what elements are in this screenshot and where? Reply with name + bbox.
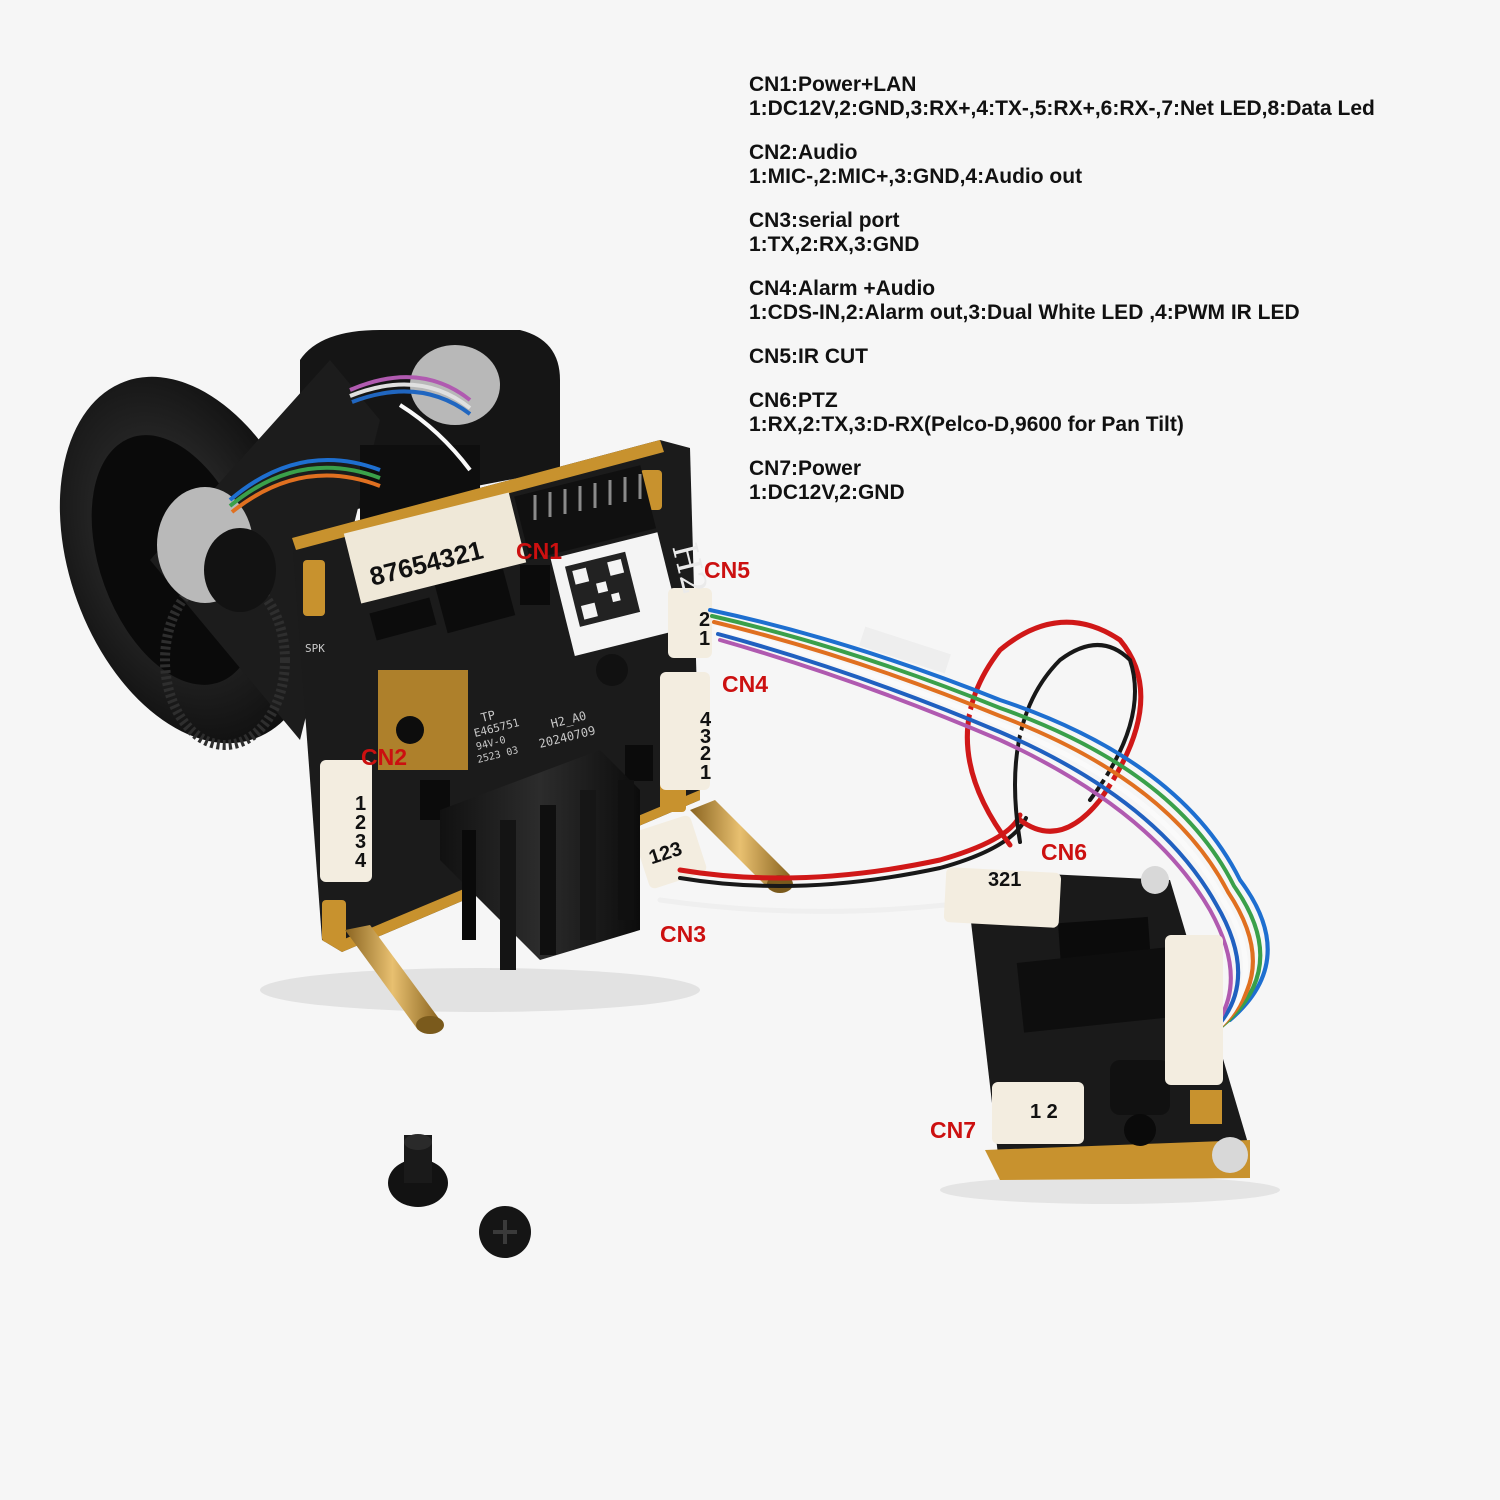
- cn4-pin-1: 1: [700, 762, 711, 784]
- cn4-pin-2: 2: [700, 743, 711, 765]
- cn2-pin-4: 4: [355, 850, 367, 872]
- legend-title: CN5:IR CUT: [749, 345, 868, 368]
- connector-callouts: CN1 CN5 CN4 CN2 CN6 CN3 CN7: [361, 538, 1087, 1143]
- ptz-board: [943, 866, 1250, 1180]
- cn4-pin-4: 4: [700, 709, 712, 731]
- cn2-pin-3: 3: [355, 831, 366, 853]
- cn5-pin-1: 1: [699, 628, 710, 650]
- cables: [657, 608, 1270, 1052]
- legend-entry: CN5:IR CUT: [749, 345, 1489, 369]
- cn2-pin-1: 1: [355, 793, 366, 815]
- legend-detail: 1:MIC-,2:MIC+,3:GND,4:Audio out: [749, 165, 1083, 188]
- cn6-pins: 321: [988, 869, 1021, 891]
- heatsink: [440, 750, 640, 970]
- cn2-pin-2: 2: [355, 812, 366, 834]
- spk-text: SPK: [305, 642, 325, 655]
- legend-title: CN2:Audio: [749, 141, 858, 164]
- cn3-label: CN3: [660, 921, 706, 947]
- cn4-pin-3: 3: [700, 726, 711, 748]
- legend-title: CN6:PTZ: [749, 389, 838, 412]
- pin-numbers: 2 1 4 3 2 1 1 2 3 4 123 321 1 2: [355, 609, 1058, 1123]
- legend-detail: 1:DC12V,2:GND: [749, 481, 905, 504]
- cn7-pins: 1 2: [1030, 1101, 1058, 1123]
- cn4-label: CN4: [722, 671, 768, 697]
- legend-detail: 1:RX,2:TX,3:D-RX(Pelco-D,9600 for Pan Ti…: [749, 413, 1184, 436]
- cn1-label: CN1: [516, 538, 562, 564]
- cn7-label: CN7: [930, 1117, 976, 1143]
- legend-detail: 1:CDS-IN,2:Alarm out,3:Dual White LED ,4…: [749, 301, 1300, 324]
- legend-title: CN3:serial port: [749, 209, 900, 232]
- tp-text: TP: [479, 708, 496, 725]
- loose-screws: [388, 1134, 531, 1258]
- cn2-label: CN2: [361, 744, 407, 770]
- legend-title: CN7:Power: [749, 457, 862, 480]
- cn6-label: CN6: [1041, 839, 1087, 865]
- cn5-pin-2: 2: [699, 609, 710, 631]
- legend-title: CN1:Power+LAN: [749, 73, 917, 96]
- shadows: [260, 968, 1280, 1204]
- legend-title: CN4:Alarm +Audio: [749, 277, 936, 300]
- legend-detail: 1:TX,2:RX,3:GND: [749, 233, 920, 256]
- brass-standoffs: [345, 800, 793, 1034]
- legend-detail: 1:DC12V,2:GND,3:RX+,4:TX-,5:RX+,6:RX-,7:…: [749, 97, 1375, 120]
- cn5-label: CN5: [704, 557, 750, 583]
- lens-wires: [228, 375, 472, 514]
